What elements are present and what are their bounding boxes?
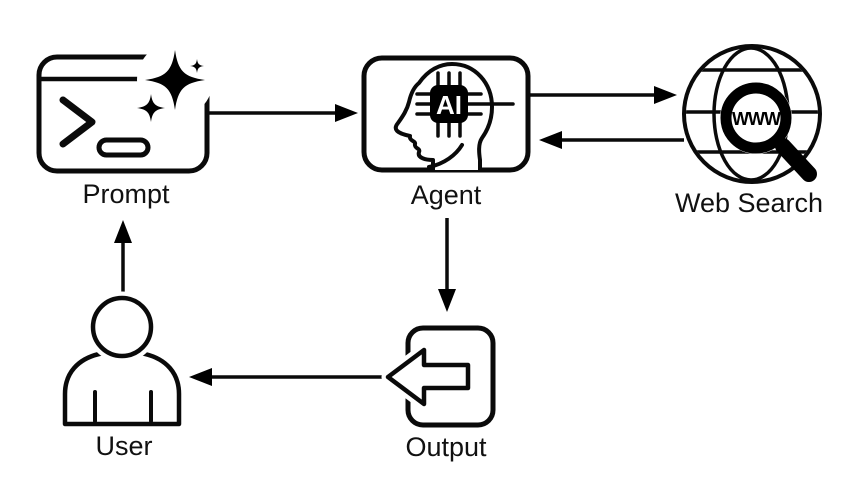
lens-ring (720, 82, 792, 154)
ai-chip-text: AI (436, 90, 462, 120)
person-head (90, 295, 154, 359)
terminal-chevron (59, 96, 96, 148)
www-text: WWW (732, 109, 781, 129)
person-icon (62, 291, 182, 427)
chip-pins (415, 71, 515, 138)
person-body (62, 349, 182, 427)
arrow-agent-to-websearch (528, 86, 677, 104)
jaw-line (427, 143, 464, 169)
node-agent: AI Agent (361, 55, 531, 210)
arrow-prompt-to-agent (208, 104, 358, 122)
terminal-sparkle-icon (36, 42, 213, 174)
node-label-agent: Agent (411, 180, 482, 210)
arrow-user-to-prompt (114, 220, 132, 294)
node-output: Output (381, 325, 496, 462)
ai-chip (430, 85, 468, 123)
terminal-cursor-dash (96, 137, 151, 158)
node-label-prompt: Prompt (82, 179, 170, 209)
head-ai-chip-icon: AI (361, 55, 531, 173)
node-prompt: Prompt (36, 42, 213, 209)
left-block-arrow (385, 347, 471, 407)
node-label-user: User (95, 431, 152, 461)
globe-magnifier-icon: WWW (682, 44, 822, 184)
magnifier-icon: WWW (720, 82, 817, 182)
node-label-web-search: Web Search (675, 188, 823, 218)
node-user: User (62, 291, 182, 461)
arrow-agent-to-output (438, 218, 456, 312)
sparkles-icon (132, 44, 211, 127)
node-label-output: Output (405, 432, 487, 462)
export-arrow-icon (381, 325, 496, 428)
magnifier-handle (775, 138, 817, 182)
arrow-websearch-to-agent (539, 131, 684, 149)
arrow-output-to-user (189, 368, 386, 386)
node-web-search: WWW Web Search (675, 44, 823, 218)
